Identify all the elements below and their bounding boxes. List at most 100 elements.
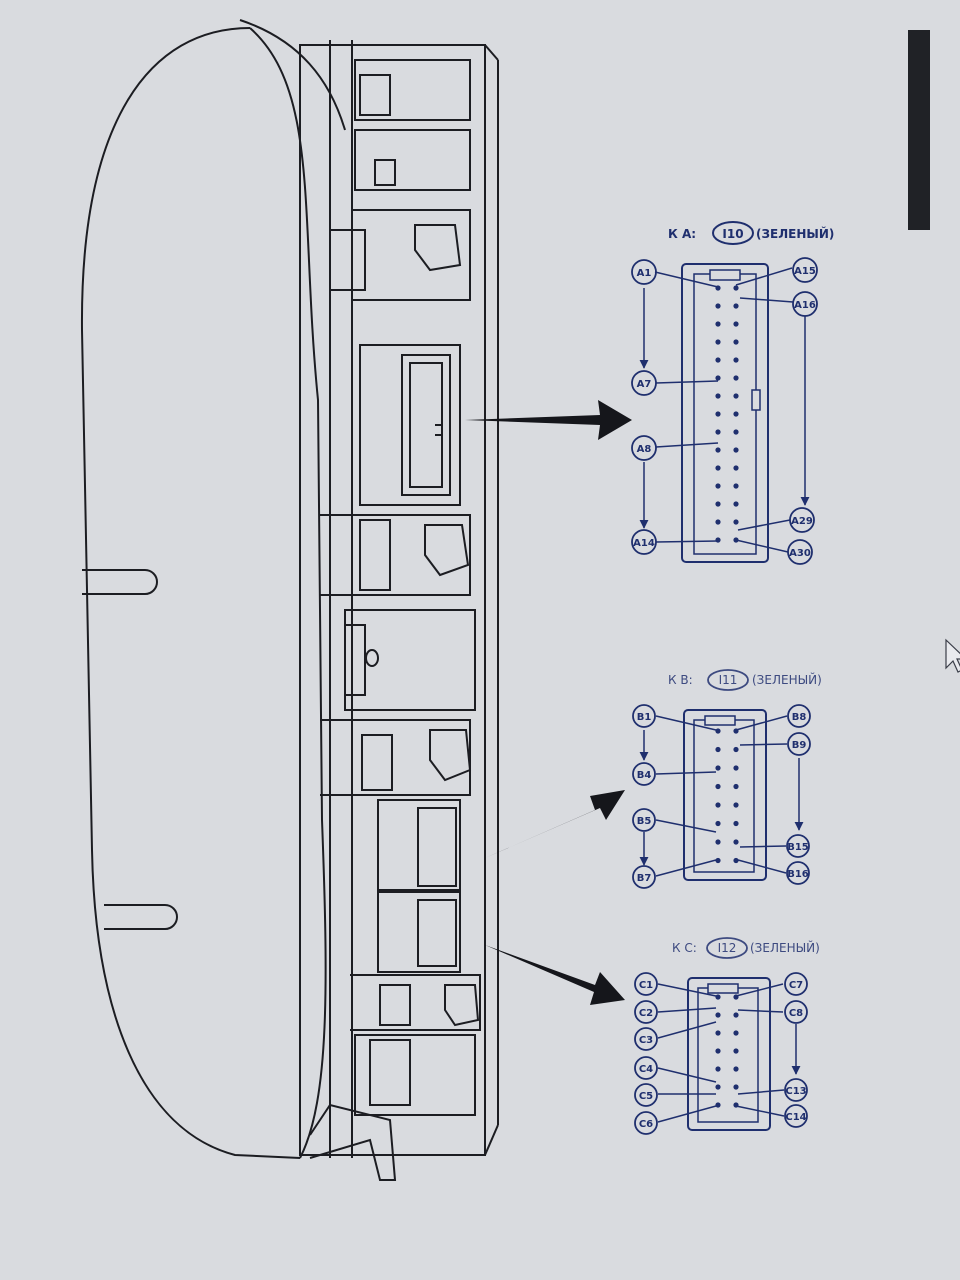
pin-cavity <box>715 411 721 417</box>
pin-cavity <box>715 519 721 525</box>
pin-cavity <box>715 1048 721 1054</box>
pin-label-b4: B4 <box>637 770 652 781</box>
socket-b <box>377 799 461 891</box>
pin-label-b7: B7 <box>637 873 652 884</box>
pin-cavity <box>733 447 739 453</box>
socket-a <box>359 344 461 506</box>
arrow-to-connector-c <box>485 945 625 1005</box>
pin-cavity <box>733 501 739 507</box>
pin-label-a16: A16 <box>794 300 816 311</box>
pin-cavity <box>733 411 739 417</box>
pin-label-c13: C13 <box>785 1086 806 1097</box>
pin-cavity <box>715 339 721 345</box>
pin-label-c8: C8 <box>789 1008 803 1019</box>
meter-body <box>80 19 499 1181</box>
connector-b-color: (ЗЕЛЕНЫЙ) <box>752 672 822 687</box>
pin-cavity <box>733 285 739 291</box>
pin-cavity <box>733 1066 739 1072</box>
connector-c-housing <box>687 977 771 1131</box>
pin-label-c7: C7 <box>789 980 803 991</box>
pin-cavity <box>715 483 721 489</box>
pin-cavity <box>715 1084 721 1090</box>
pin-cavity <box>733 375 739 381</box>
pin-label-a14: A14 <box>633 538 655 549</box>
dark-edge-strip <box>908 30 930 230</box>
pin-cavity <box>733 1012 739 1018</box>
pin-cavity <box>715 429 721 435</box>
connector-a-code: I10 <box>722 227 743 241</box>
pin-label-b5: B5 <box>637 816 652 827</box>
pin-label-a30: A30 <box>789 548 811 559</box>
pin-cavity <box>733 465 739 471</box>
connector-b-housing <box>683 709 767 881</box>
connector-a-color: (ЗЕЛЕНЫЙ) <box>756 226 834 241</box>
pointer-arrows <box>465 400 632 1005</box>
pin-cavity <box>733 802 739 808</box>
connector-b-prefix: К В: <box>668 673 693 687</box>
connector-c: К С: I12 (ЗЕЛЕНЫЙ) C1 C2 C3 <box>634 937 820 1135</box>
pin-cavity <box>733 746 739 753</box>
connector-a-housing <box>681 263 769 563</box>
connector-c-code: I12 <box>718 941 737 955</box>
pin-cavity <box>715 303 721 309</box>
pin-cavity <box>733 1030 739 1036</box>
pin-cavity <box>733 339 739 345</box>
connector-c-pin-labels: C1 C2 C3 C4 C5 C6 C7 C8 C13 C14 <box>634 972 808 1135</box>
pin-cavity <box>733 357 739 363</box>
pin-cavity <box>715 857 721 864</box>
pin-label-b15: B15 <box>787 842 809 853</box>
pin-label-b1: B1 <box>637 712 652 723</box>
pin-cavity <box>715 393 721 399</box>
pin-cavity <box>733 820 739 827</box>
pin-cavity <box>733 303 739 309</box>
pin-cavity <box>715 465 721 471</box>
pin-label-a1: A1 <box>637 268 652 279</box>
mount-tab-upper <box>82 569 158 595</box>
pin-cavity <box>715 746 721 753</box>
pin-label-b16: B16 <box>787 869 809 880</box>
pin-cavity <box>733 519 739 525</box>
pin-cavity <box>715 375 721 381</box>
pin-cavity <box>733 393 739 399</box>
pin-label-c3: C3 <box>639 1035 653 1046</box>
pin-label-c5: C5 <box>639 1091 653 1102</box>
pin-cavity <box>715 501 721 507</box>
connector-b-code: I11 <box>719 673 738 687</box>
pin-cavity <box>715 1066 721 1072</box>
pin-cavity <box>715 994 721 1000</box>
pin-cavity <box>733 429 739 435</box>
pin-cavity <box>715 728 721 734</box>
pin-cavity <box>715 321 721 327</box>
pin-cavity <box>715 783 721 790</box>
mouse-cursor-icon <box>945 638 960 673</box>
arrow-to-connector-a <box>465 400 632 440</box>
pin-cavity <box>733 321 739 327</box>
pin-label-c4: C4 <box>639 1064 653 1075</box>
pin-cavity <box>733 765 739 771</box>
pin-cavity <box>715 447 721 453</box>
pin-cavity <box>715 765 721 771</box>
pin-label-c14: C14 <box>785 1112 806 1123</box>
pin-cavity <box>715 839 721 845</box>
pin-cavity <box>715 802 721 808</box>
pin-label-b9: B9 <box>792 740 807 751</box>
connector-c-prefix: К С: <box>672 941 697 955</box>
connector-b-pin-labels: B1 B4 B5 B7 B8 B9 B15 B16 <box>632 704 811 889</box>
pin-cavity <box>715 537 721 543</box>
pin-cavity <box>715 1012 721 1018</box>
connector-c-color: (ЗЕЛЕНЫЙ) <box>750 940 820 955</box>
socket-c <box>377 891 461 973</box>
pin-label-c1: C1 <box>639 980 653 991</box>
pin-label-a8: A8 <box>637 444 652 455</box>
arrow-to-connector-b <box>485 790 625 858</box>
pin-cavity <box>733 1084 739 1090</box>
pin-label-c2: C2 <box>639 1008 653 1019</box>
pin-cavity <box>715 820 721 827</box>
mount-tab-lower <box>104 904 178 930</box>
pin-label-a29: A29 <box>791 516 813 527</box>
connector-a-prefix: К А: <box>668 227 696 241</box>
meter-back-edge <box>239 19 346 131</box>
pin-cavity <box>715 1030 721 1036</box>
